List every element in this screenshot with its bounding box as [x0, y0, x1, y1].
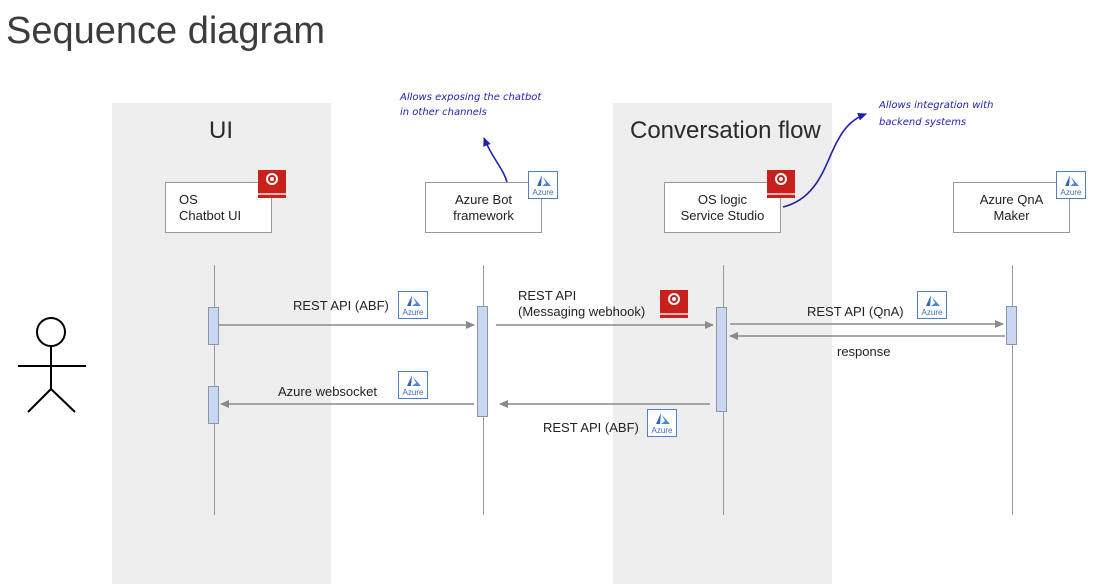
azure-bot-framework-line1: Azure Bot	[454, 191, 513, 207]
ui-lane-title: UI	[209, 117, 233, 144]
conversation-flow-lane-title: Conversation flow	[630, 117, 821, 144]
note-curve-bot	[483, 137, 508, 183]
azure-logo-icon: Azure	[398, 291, 428, 319]
qna-lifeline	[1012, 265, 1013, 515]
outsystems-logo-icon	[660, 290, 688, 318]
azure-bot-framework-line2: framework	[453, 207, 514, 223]
azure-logo-icon: Azure	[398, 371, 428, 399]
os-logic-activation	[716, 307, 727, 412]
note-curve-backend	[782, 112, 867, 208]
outsystems-logo-icon	[767, 170, 795, 198]
azure-logo-icon: Azure	[528, 171, 558, 199]
note-backend-line1: Allows integration with	[879, 100, 994, 111]
note-bot-channels-line2: in other channels	[400, 107, 487, 118]
azure-qna-line2: Maker	[993, 207, 1030, 223]
os-chatbot-ui-line1: OS	[179, 191, 198, 207]
msg-rest-api-qna: REST API (QnA)	[807, 304, 904, 319]
os-logic-line2: Service Studio	[680, 207, 765, 223]
msg-rest-api-messaging-line1: REST API	[518, 288, 577, 303]
os-chatbot-ui-line2: Chatbot UI	[179, 207, 242, 223]
qna-activation	[1006, 306, 1017, 345]
azure-logo-icon: Azure	[917, 291, 947, 319]
outsystems-logo-icon	[258, 170, 286, 198]
msg-rest-api-abf-2: REST API (ABF)	[543, 420, 639, 435]
msg-rest-api-abf-1: REST API (ABF)	[293, 298, 389, 313]
azure-bot-activation	[477, 306, 488, 417]
os-chatbot-ui-box: OS Chatbot UI	[165, 182, 272, 233]
os-logic-service-studio-box: OS logic Service Studio	[664, 182, 781, 233]
azure-logo-icon: Azure	[1056, 171, 1086, 199]
msg-rest-api-messaging-line2: (Messaging webhook)	[518, 304, 646, 319]
azure-qna-maker-box: Azure QnA Maker	[953, 182, 1070, 233]
os-chatbot-activation-1	[208, 307, 219, 345]
os-chatbot-activation-2	[208, 386, 219, 424]
msg-response: response	[837, 344, 891, 359]
note-bot-channels-line1: Allows exposing the chatbot	[400, 92, 542, 103]
actor-stick-figure-icon	[18, 317, 86, 413]
page-title: Sequence diagram	[6, 10, 325, 52]
msg-azure-websocket: Azure websocket	[278, 384, 377, 399]
os-logic-line1: OS logic	[697, 191, 748, 207]
azure-bot-framework-box: Azure Bot framework	[425, 182, 542, 233]
note-backend-line2: backend systems	[879, 117, 967, 128]
azure-qna-line1: Azure QnA	[979, 191, 1044, 207]
azure-logo-icon: Azure	[647, 409, 677, 437]
note-curves	[483, 112, 867, 208]
message-arrows	[219, 320, 1005, 408]
